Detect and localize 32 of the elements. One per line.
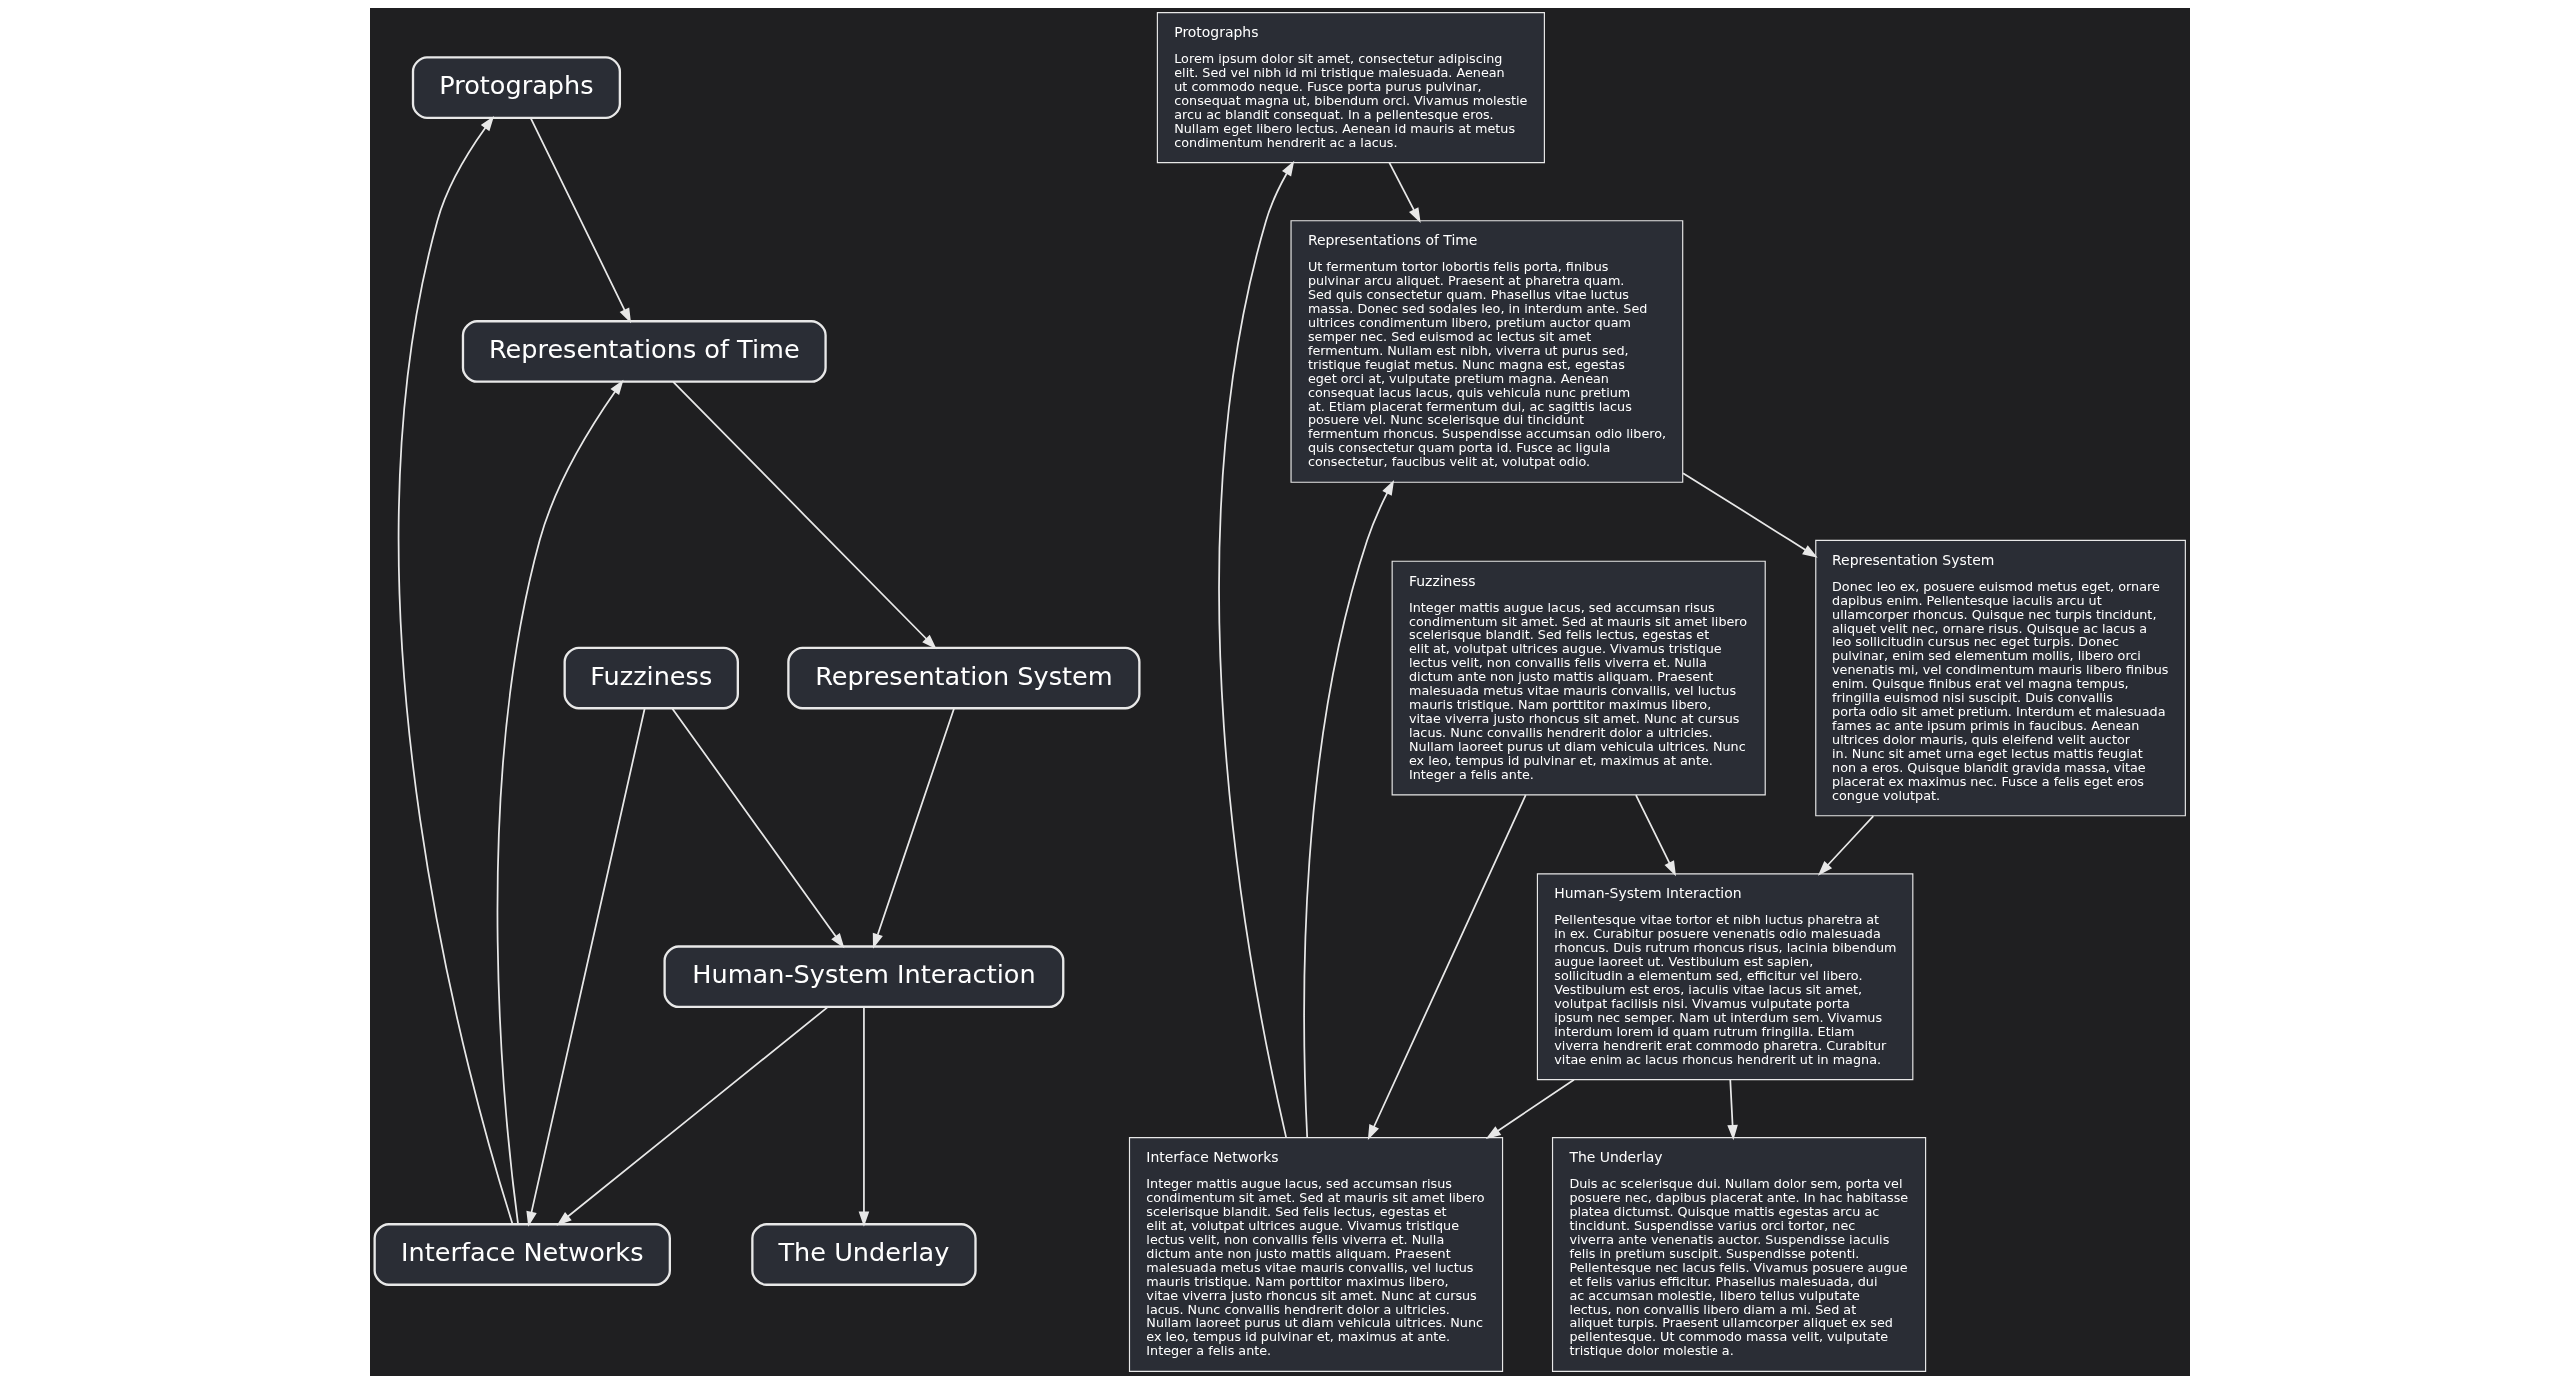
arrow [1635, 794, 1676, 877]
arrow [672, 381, 937, 650]
arrow [671, 707, 845, 949]
node-box: Representation System Donec leo ex, posuere euismod metus eget, ornare dapibus enim. Pellentesque iaculis arcu ut ullamcorper rhoncus. Quisque nec turpis tincidunt, aliquet velit nec, ornare risus. Quisque ac lacus a leo sollicitudin cursus nec eget turpis. Donec pulvinar, enim sed elementum mollis, libero orci venenatis mi, vel condimentum mauris libero finibus enim. Quisque finibus erat vel magna tempus, fringilla euismod nisi suscipit. Duis convallis porta odio sit amet pretium. Interdum et malesuada fames ac ante ipsum primis in faucibus. Aenean ultrices dolor mauris, quis eleifend velit auctor in. Nunc sit amet urna eget lectus mattis feugiat non a eros. Quisque blandit gravida massa, vitae placerat ex maximus nec. Fusce a felis eget eros congue volutpat. [1815, 539, 2186, 817]
node-box: Interface Networks Integer mattis augue lacus, sed accumsan risus condimentum sit amet. Sed at mauris sit amet libero scelerisque blandit. Sed felis lectus, egestas et elit at, volutpat ultrices augue. Vivamus tristique lectus velit, non convallis felis viverra et. Nulla dictum ante non justo mattis aliquam. Praesent malesuada metus vitae mauris convallis, vel luctus mauris tristique. Nam porttitor maximus libero, vitae viverra justo rhoncus sit amet. Nunc at cursus lacus. Nunc convallis hendrerit dolor a ultricies. Nullam laoreet purus ut diam vehicula ultrices. Nunc ex leo, tempus id pulvinar et, maximus at ante. Integer a felis ante. [1128, 1137, 1504, 1372]
arrow [872, 707, 955, 949]
arrow [1817, 815, 1875, 876]
arrow [397, 115, 514, 1225]
arrow [556, 1006, 829, 1226]
node-box: Representations of Time Ut fermentum tortor lobortis felis porta, finibus pulvinar arcu aliquet. Praesent at pharetra quam. Sed quis consectetur quam. Phasellus vitae luctus massa. Donec sed sodales leo, in interdum ante. Sed ultrices condimentum libero, pretium auctor quam semper nec. Sed euismod ac lectus sit amet fermentum. Nullam est nibh, viverra ut purus sed, tristique feugiat metus. Nunc magna est, egestas eget orci at, vulputate pretium magna. Aenean consequat lacus lacus, quis vehicula nunc pretium at. Etiam placerat fermentum dui, ac sagittis lacus posuere vel. Nunc scelerisque dui tincidunt fermentum rhoncus. Suspendisse accumsan odio libero, quis consectetur quam porta id. Fusce ac ligula consectetur, faucibus velit at, volutpat odio. [1290, 220, 1684, 483]
arrow [1367, 794, 1527, 1141]
arrow [1303, 480, 1395, 1139]
arrow [1388, 161, 1421, 223]
arrow [1218, 160, 1295, 1139]
node-box: Human-System Interaction [663, 945, 1065, 1009]
arrow [858, 1006, 870, 1227]
node-box: Protographs Lorem ipsum dolor sit amet, consectetur adipiscing elit. Sed vel nibh id mi tristique malesuada. Aenean ut commodo neque. Fusce porta purus pulvinar, consequat magna ut, bibendum orci. Vivamus molestie arcu ac blandit consequat. In a pellentesque eros. Nullam eget libero lectus. Aenean id mauris at metus condimentum hendrerit ac a lacus. [1156, 12, 1545, 164]
node-box: Representation System [787, 646, 1141, 710]
arrow [1727, 1078, 1738, 1141]
node-box: Fuzziness [563, 646, 739, 710]
node-box: Fuzziness Integer mattis augue lacus, sed accumsan risus condimentum sit amet. Sed at mauris sit amet libero scelerisque blandit. Sed felis lectus, egestas et elit at, volutpat ultrices augue. Vivamus tristique lectus velit, non convallis felis viverra et. Nulla dictum ante non justo mattis aliquam. Praesent malesuada metus vitae mauris convallis, vel luctus mauris tristique. Nam porttitor maximus libero, vitae viverra justo rhoncus sit amet. Nunc at cursus lacus. Nunc convallis hendrerit dolor a ultricies. Nullam laoreet purus ut diam vehicula ultrices. Nunc ex leo, tempus id pulvinar et, maximus at ante. Integer a felis ante. [1391, 560, 1766, 796]
arrow [1485, 1078, 1575, 1140]
node-box: Interface Networks [373, 1223, 671, 1286]
node-box: Human-System Interaction Pellentesque vitae tortor et nibh luctus pharetra at in ex. Curabitur posuere venenatis odio malesuada rhoncus. Duis rutrum rhoncus risus, lacinia bibendum augue laoreet ut. Vestibulum est sapien, sollicitudin a elementum sed, efficitur vel libero. Vestibulum est eros, iaculis vitae lacus sit amet, volutpat facilisis nisi. Vivamus vulputate porta ipsum nec semper. Nam ut interdum sem. Vivamus interdum lorem id quam rutrum fringilla. Etiam viverra hendrerit erat commodo pharetra. Curabitur vitae enim ac lacus rhoncus hendrerit ut in magna. [1536, 873, 1914, 1081]
node-box: The Underlay Duis ac scelerisque dui. Nullam dolor sem, porta vel posuere nec, dapibus placerat ante. In hac habitasse platea dictumst. Quisque mattis egestas arcu ac tincidunt. Suspendisse varius orci tortor, nec viverra ante venenatis auctor. Suspendisse iaculis felis in pretium suscipit. Suspendisse potenti. Pellentesque nec lacus felis. Vivamus posuere augue et felis varius efficitur. Phasellus malesuada, dui ac accumsan molestie, libero tellus vulputate lectus, non convallis libero diam a mi. Sed at aliquet turpis. Praesent ullamcorper aliquet ex sed pellentesque. Ut commodo massa velit, vulputate tristique dolor molestie a. [1551, 1137, 1927, 1372]
arrow [496, 379, 624, 1225]
arrow [530, 117, 632, 324]
arrow [526, 707, 646, 1227]
node-box: The Underlay [751, 1223, 977, 1286]
arrow [1682, 472, 1818, 558]
node-box: Representations of Time [461, 320, 827, 383]
node-box: Protographs [411, 56, 622, 120]
